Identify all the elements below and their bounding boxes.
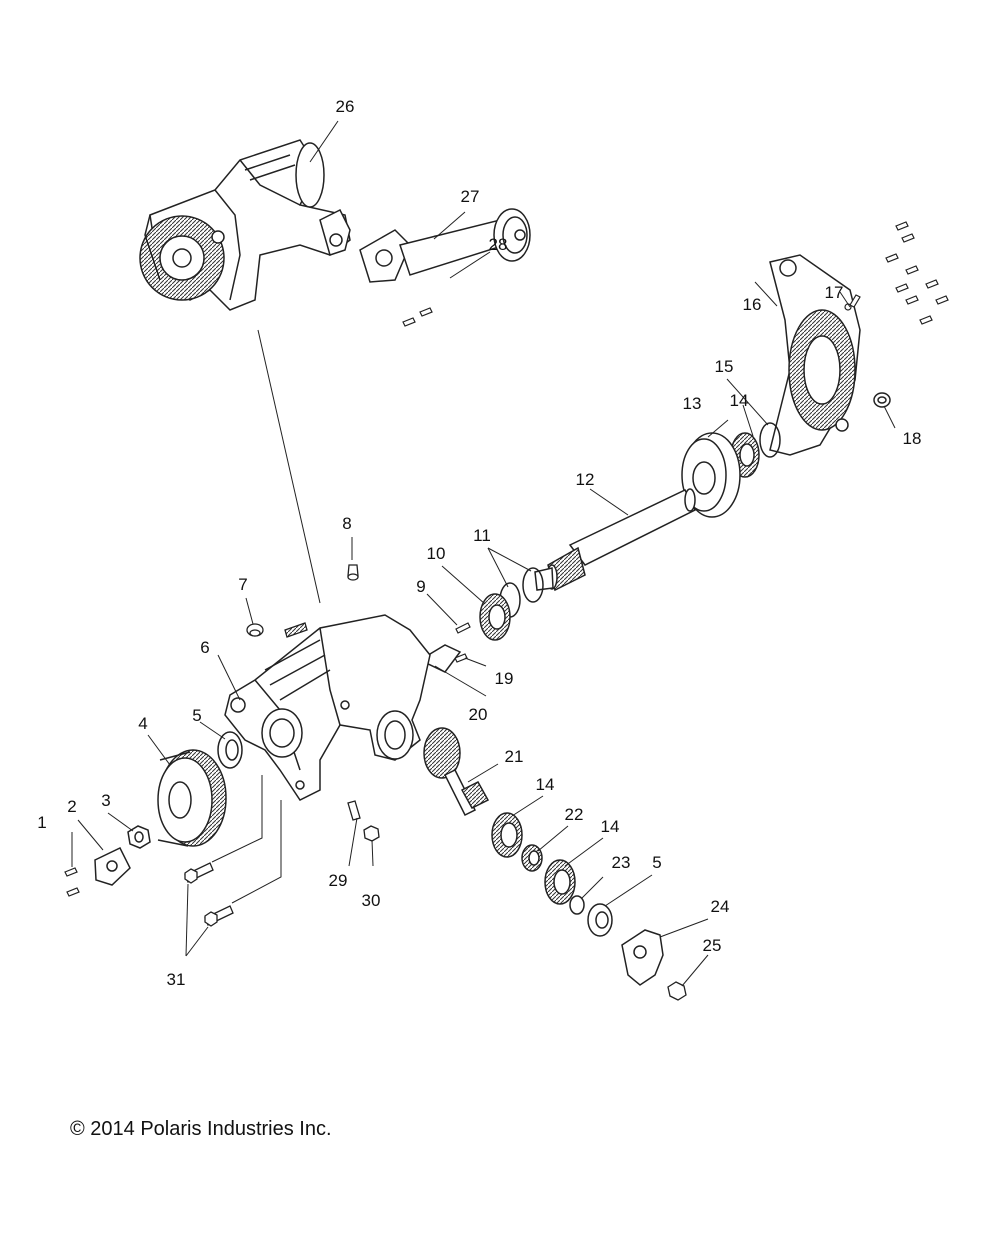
callout-5-left: 5 [192,706,201,725]
callout-16: 16 [743,295,762,314]
callout-30: 30 [362,891,381,910]
callout-22: 22 [565,805,584,824]
callout-28: 28 [489,235,508,254]
callout-3: 3 [101,791,110,810]
shield-20 [418,644,462,673]
plate-2 [95,848,130,885]
assembly-leader-line [257,329,321,604]
callout-10: 10 [427,544,446,563]
callout-4: 4 [138,714,147,733]
callout-26: 26 [336,97,355,116]
callout-31: 31 [167,970,186,989]
callout-27: 27 [461,187,480,206]
nut-30 [363,825,380,842]
callout-7: 7 [238,575,247,594]
pin-9 [455,622,471,634]
callout-numbers: 1 2 3 4 5 6 7 8 9 10 11 12 13 14 15 16 1… [37,97,921,989]
bolts-1 [65,868,79,896]
gearcase-assembly-26 [140,140,350,310]
housing-6 [225,615,430,800]
gear-4 [158,750,226,846]
callout-23: 23 [612,853,631,872]
vent-8 [348,565,358,580]
callout-11: 11 [473,526,491,545]
screw-19 [454,653,468,663]
callout-6: 6 [200,638,209,657]
leader-lines [71,120,896,987]
callout-14-upper: 14 [730,391,749,410]
bearing-14-middle [492,813,522,857]
callout-21: 21 [505,747,524,766]
seal-5-right [588,904,612,936]
callout-14-lower: 14 [601,817,620,836]
washer-5-left [218,732,242,768]
callout-1: 1 [37,813,46,832]
callout-2: 2 [67,797,76,816]
bearing-10 [480,594,510,640]
callout-24: 24 [711,897,730,916]
callout-8: 8 [342,514,351,533]
o-ring-23 [569,895,585,915]
nut-25 [667,981,687,1001]
shaft-12 [535,489,695,590]
pinion-shaft-21 [424,728,488,815]
bearing-14-lower [545,860,575,904]
yoke-24 [622,930,663,985]
callout-12: 12 [576,470,595,489]
callout-15: 15 [715,357,734,376]
prop-shaft-28 [360,209,530,282]
cover-16 [770,255,860,455]
callout-14-middle: 14 [536,775,555,794]
plug-18 [874,393,890,407]
bolts-31 [185,863,233,926]
nut-3 [128,826,150,848]
callout-20: 20 [469,705,488,724]
copyright-notice: © 2014 Polaris Industries Inc. [70,1118,332,1140]
bushing-22 [522,845,542,871]
dowel-pin-29 [347,800,361,821]
callout-18: 18 [903,429,922,448]
plug-7 [247,623,307,637]
callout-19: 19 [495,669,514,688]
callout-29: 29 [329,871,348,890]
callout-25: 25 [703,936,722,955]
callout-13: 13 [683,394,702,413]
bolts-17 [845,222,948,324]
callout-9: 9 [416,577,425,596]
callout-17: 17 [825,283,844,302]
o-ring-15 [759,422,781,458]
callout-5-right: 5 [652,853,661,872]
